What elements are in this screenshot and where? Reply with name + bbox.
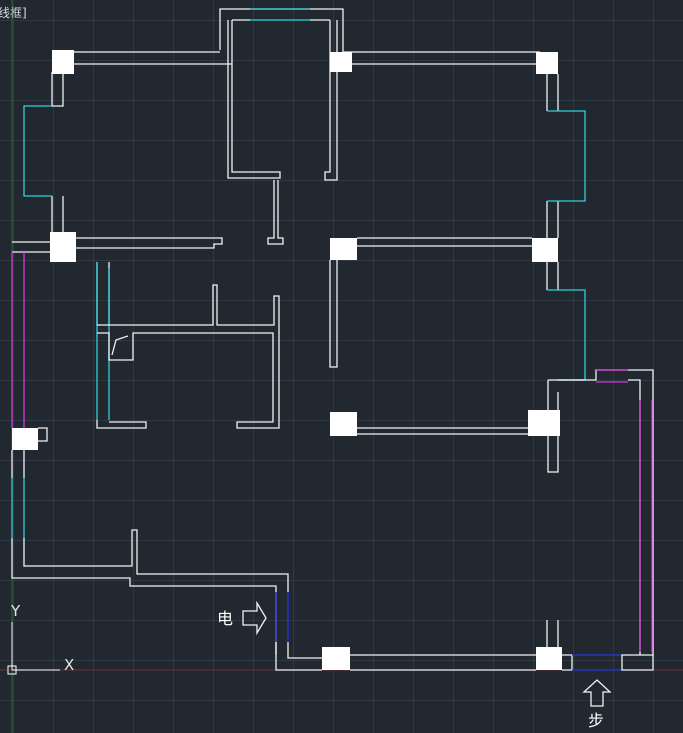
door-swing-bath: [111, 335, 129, 356]
annotation-electric: 电: [217, 609, 233, 628]
wall-right-lower: [357, 427, 528, 435]
window-far-right-side: [639, 400, 653, 652]
visual-style-label[interactable]: 线框]: [0, 6, 27, 20]
wall-right-upper: [546, 74, 559, 238]
window-bath: [96, 262, 110, 420]
arrow-right-icon: [242, 600, 267, 636]
arrow-up-icon: [582, 679, 612, 707]
wall-bottom-right-stub: [546, 620, 573, 671]
window-right-mid: [547, 289, 586, 381]
wall-bottom-right-end: [621, 654, 654, 671]
wall-mid-right: [357, 237, 532, 247]
wall-mid-stub: [267, 180, 284, 245]
annotation-step: 步: [588, 711, 604, 730]
column: [322, 647, 350, 670]
wall-mid-left: [12, 237, 223, 253]
wall-bath-interior: [97, 284, 280, 429]
window-left-outer: [11, 252, 25, 428]
ucs-x-label: X: [64, 656, 74, 674]
column: [330, 52, 352, 72]
wall-left-outer: [11, 427, 48, 478]
wall-bath-bottom: [96, 420, 147, 429]
column: [50, 232, 76, 262]
wall-left-lower: [11, 529, 289, 655]
column: [528, 410, 560, 436]
column: [532, 238, 558, 262]
wall-center-corridor: [227, 20, 338, 181]
opening-step: [572, 654, 622, 671]
opening-electric: [275, 592, 289, 642]
wall-top: [70, 51, 540, 65]
wall-bath-left-top: [96, 262, 110, 325]
column: [330, 412, 357, 436]
wall-left-upper: [51, 72, 64, 232]
wall-top-bump: [219, 8, 344, 52]
wall-center-partition: [329, 260, 338, 368]
column: [52, 50, 74, 74]
column: [536, 647, 562, 670]
window-left-upper: [23, 105, 52, 197]
column: [330, 238, 357, 260]
wall-far-right: [558, 369, 654, 655]
window-left-lower: [11, 478, 25, 538]
ucs-y-label: Y: [10, 602, 21, 620]
column: [536, 52, 558, 74]
window-right-upper: [547, 110, 586, 202]
wall-right-mid: [546, 262, 585, 410]
wall-bottom-left: [275, 642, 322, 671]
wall-bottom: [350, 654, 536, 671]
column: [12, 428, 38, 450]
ucs-icon: Y X: [7, 602, 74, 675]
